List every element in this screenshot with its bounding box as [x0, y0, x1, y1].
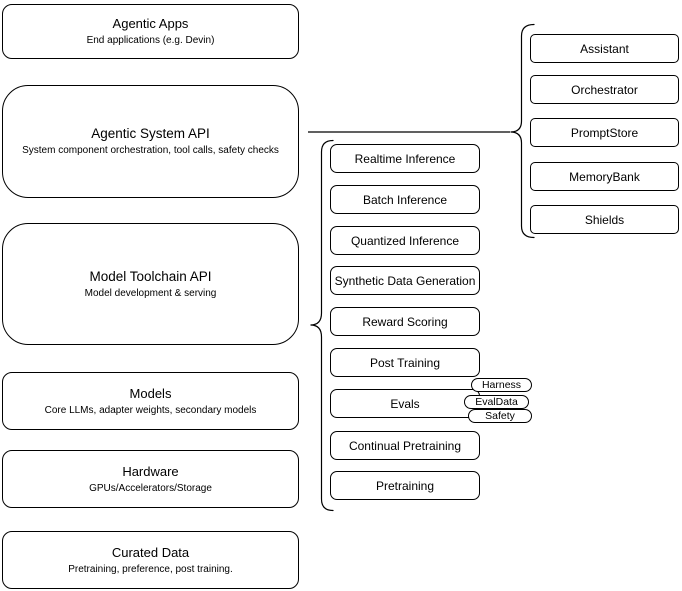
badge-evaldata: EvalData	[464, 395, 529, 409]
badge-evaldata-label: EvalData	[475, 396, 518, 408]
box-realtime-inference-label: Realtime Inference	[354, 151, 456, 166]
box-continual-pretraining-label: Continual Pretraining	[348, 438, 462, 453]
box-models: Models Core LLMs, adapter weights, secon…	[2, 372, 299, 430]
box-agentic-apps: Agentic Apps End applications (e.g. Devi…	[2, 4, 299, 59]
box-hardware-subtitle: GPUs/Accelerators/Storage	[89, 482, 212, 494]
box-pretraining: Pretraining	[330, 471, 480, 500]
box-model-toolchain-api-subtitle: Model development & serving	[84, 287, 217, 299]
badge-safety: Safety	[468, 409, 532, 423]
box-quantized-inference: Quantized Inference	[330, 226, 480, 255]
box-assistant-label: Assistant	[580, 41, 629, 56]
box-post-training-label: Post Training	[369, 355, 441, 370]
box-agentic-apps-title: Agentic Apps	[112, 16, 189, 31]
box-synthetic-data-generation: Synthetic Data Generation	[330, 266, 480, 295]
box-orchestrator: Orchestrator	[530, 75, 679, 104]
box-memorybank: MemoryBank	[530, 162, 679, 191]
box-models-title: Models	[129, 385, 172, 401]
box-reward-scoring: Reward Scoring	[330, 307, 480, 336]
box-batch-inference: Batch Inference	[330, 185, 480, 214]
box-reward-scoring-label: Reward Scoring	[362, 314, 448, 329]
box-memorybank-label: MemoryBank	[569, 169, 640, 184]
box-agentic-system-api-title: Agentic System API	[91, 126, 210, 141]
box-assistant: Assistant	[530, 34, 679, 63]
box-models-subtitle: Core LLMs, adapter weights, secondary mo…	[44, 404, 257, 416]
badge-harness-label: Harness	[481, 379, 522, 391]
box-promptstore-label: PromptStore	[570, 125, 639, 140]
box-hardware-title: Hardware	[122, 463, 179, 479]
box-evals: Evals	[330, 389, 480, 418]
box-agentic-apps-subtitle: End applications (e.g. Devin)	[86, 35, 215, 46]
box-continual-pretraining: Continual Pretraining	[330, 431, 480, 460]
box-curated-data-subtitle: Pretraining, preference, post training.	[68, 563, 233, 575]
box-curated-data-title: Curated Data	[111, 544, 190, 560]
box-agentic-system-api: Agentic System API System component orch…	[2, 85, 299, 198]
badge-safety-label: Safety	[485, 410, 515, 422]
box-orchestrator-label: Orchestrator	[571, 82, 638, 97]
box-pretraining-label: Pretraining	[375, 478, 435, 493]
badge-harness: Harness	[471, 378, 532, 392]
box-batch-inference-label: Batch Inference	[362, 192, 448, 207]
box-realtime-inference: Realtime Inference	[330, 144, 480, 173]
box-shields: Shields	[530, 205, 679, 234]
box-model-toolchain-api: Model Toolchain API Model development & …	[2, 223, 299, 345]
box-hardware: Hardware GPUs/Accelerators/Storage	[2, 450, 299, 508]
box-agentic-system-api-subtitle: System component orchestration, tool cal…	[22, 145, 279, 156]
box-synthetic-data-generation-label: Synthetic Data Generation	[334, 273, 476, 288]
box-promptstore: PromptStore	[530, 118, 679, 147]
box-model-toolchain-api-title: Model Toolchain API	[89, 268, 212, 284]
box-post-training: Post Training	[330, 348, 480, 377]
box-curated-data: Curated Data Pretraining, preference, po…	[2, 531, 299, 589]
box-evals-label: Evals	[390, 396, 420, 411]
box-shields-label: Shields	[584, 212, 625, 227]
box-quantized-inference-label: Quantized Inference	[350, 233, 460, 248]
